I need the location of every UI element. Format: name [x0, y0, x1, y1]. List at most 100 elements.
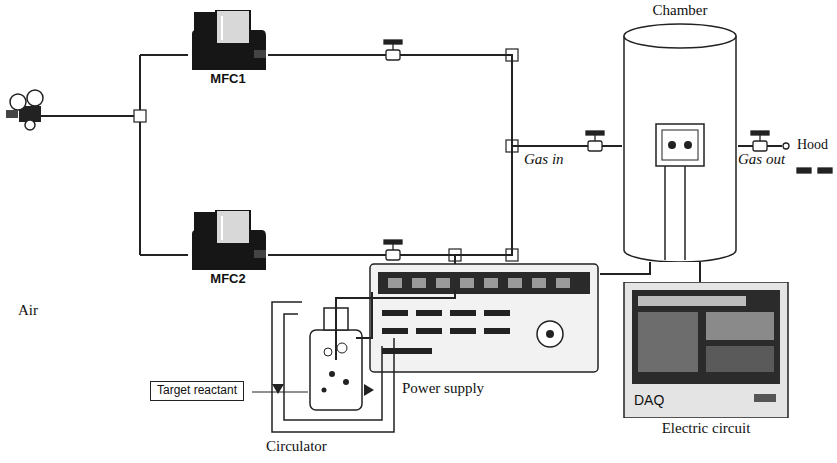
mfc-drawing [188, 10, 268, 70]
gas-label: Gas out [738, 151, 785, 168]
circulator: Circulator [262, 290, 470, 460]
connector-line [268, 55, 622, 146]
node-label: Power supply [402, 380, 600, 397]
drawing-part [382, 328, 408, 334]
drawing-part [450, 328, 476, 334]
drawing-part [343, 379, 349, 385]
drawing-part [436, 278, 450, 288]
drawing-part [664, 166, 666, 260]
node-label: MFC1 [188, 72, 268, 87]
pressure-gauge [27, 90, 43, 106]
drawing-part [272, 302, 394, 432]
source-label: Air [18, 302, 38, 319]
drawing-part [272, 384, 284, 394]
node-label: Circulator [266, 438, 470, 455]
drawing-part [254, 250, 266, 258]
drawing-part [624, 24, 736, 48]
drawing-part [322, 388, 327, 393]
drawing-part [450, 310, 476, 316]
regulator-knob [25, 120, 35, 130]
pressure-gauge [10, 94, 26, 110]
drawing-part [356, 292, 372, 338]
reactant-box: Target reactant [150, 381, 244, 401]
tee-fitting [134, 110, 146, 122]
drawing-part [221, 16, 223, 40]
drawing-part [484, 310, 510, 316]
connector [268, 146, 622, 255]
exhaust-label: Hood [797, 137, 828, 152]
connector [600, 262, 650, 274]
gas-regulator [6, 90, 43, 130]
node-label: DAQ [634, 392, 790, 408]
node-label: Target reactant [157, 384, 237, 398]
node-label: MFC2 [188, 272, 268, 287]
drawing-part [216, 210, 250, 244]
tube [140, 254, 188, 256]
drawing-part [324, 348, 332, 356]
valve [586, 131, 604, 151]
connector-line [268, 146, 622, 255]
drawing-part [416, 328, 442, 334]
circ-drawing [262, 290, 470, 436]
drawing-part [364, 384, 374, 396]
node-caption: Electric circuit [622, 420, 790, 437]
drawing-part [416, 310, 442, 316]
drawing-part [706, 346, 774, 372]
reaction-chamber: Chamber [622, 2, 738, 262]
connector-line [699, 262, 701, 282]
tee-fittings [134, 49, 518, 261]
drawing-part [684, 166, 686, 260]
ps-drawing [368, 262, 600, 374]
connector-line [600, 262, 650, 274]
connector [700, 262, 701, 282]
drawing-part [382, 310, 408, 316]
drawing-part [388, 278, 402, 288]
drawing-part [460, 278, 474, 288]
drawing-part [412, 278, 426, 288]
valve [751, 131, 769, 151]
mass-flow-controller: MFC1 [188, 10, 268, 92]
drawing-part [638, 312, 698, 372]
node-label: Chamber [622, 2, 738, 19]
drawing-part [370, 264, 598, 372]
drawing-part [532, 278, 546, 288]
drawing-part [337, 343, 347, 353]
drawing-part [216, 10, 250, 44]
drawing-part [556, 278, 570, 288]
drawing-part [662, 130, 698, 160]
drawing-part [329, 371, 335, 377]
drawing-part [508, 278, 522, 288]
drawing-part [336, 290, 455, 360]
valve [384, 40, 402, 60]
tube [139, 55, 141, 255]
regulator-inlet [6, 110, 18, 118]
tube [140, 54, 188, 56]
connector [268, 55, 622, 146]
drawing-part [382, 348, 432, 354]
drawing-part [706, 312, 774, 340]
drawing-part [546, 330, 554, 338]
valve [384, 240, 402, 260]
drawing-part [484, 278, 498, 288]
drawing-part [684, 141, 692, 149]
drawing-part [632, 290, 780, 384]
drawing-part [254, 50, 266, 58]
drawing-part [754, 394, 776, 402]
drawing-part [221, 216, 223, 240]
drawing-part [378, 272, 590, 294]
mfc-drawing [188, 210, 268, 270]
power-supply: Power supply [368, 262, 600, 402]
tube-end [783, 143, 789, 149]
gas-label: Gas in [524, 151, 564, 168]
mass-flow-controller: MFC2 [188, 210, 268, 292]
drawing-part [624, 36, 736, 262]
drawing-part [656, 124, 704, 166]
drawing-part [194, 212, 216, 242]
drawing-part [484, 328, 510, 334]
hood-mark [797, 168, 811, 173]
drawing-part [638, 296, 746, 306]
daq-monitor: DAQ Electric circuit [622, 282, 790, 442]
tube [41, 115, 140, 117]
